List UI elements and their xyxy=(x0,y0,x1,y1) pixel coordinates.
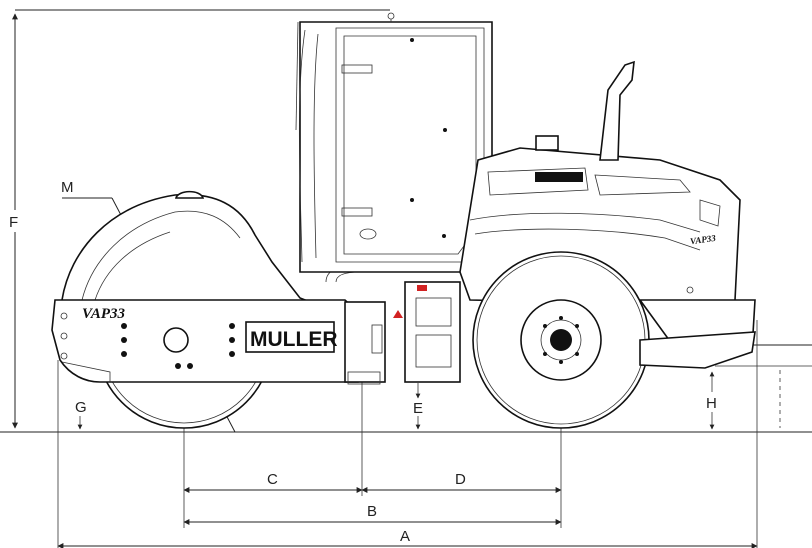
extension-lines xyxy=(57,320,758,548)
dimension-a: A xyxy=(57,528,758,548)
dimension-a-label: A xyxy=(400,528,410,545)
muller-logo: MULLER xyxy=(250,328,338,351)
dimension-c: C xyxy=(183,471,363,493)
rear-wheel xyxy=(472,251,650,429)
dimension-f: F xyxy=(6,9,390,429)
dimension-d-label: D xyxy=(455,471,466,488)
rear-bumper xyxy=(639,331,756,369)
dimension-d: D xyxy=(361,471,562,493)
machine-drawing: VAP33 MULLER xyxy=(51,12,756,429)
operator-cab xyxy=(295,12,493,273)
dimension-m-label: M xyxy=(61,179,74,196)
dimension-b-label: B xyxy=(367,503,377,520)
dimension-e-label: E xyxy=(413,400,423,417)
articulation-joint xyxy=(325,264,461,385)
dimension-f-label: F xyxy=(9,214,18,231)
dimension-h-label: H xyxy=(706,395,717,412)
dimension-g-label: G xyxy=(75,399,87,416)
dimension-c-label: C xyxy=(267,471,278,488)
dimension-h: H xyxy=(706,371,717,430)
dimension-b: B xyxy=(183,503,562,525)
muller-logo-plate xyxy=(245,321,335,353)
front-frame-plate: VAP33 MULLER xyxy=(51,299,359,383)
dimension-g: G xyxy=(75,399,87,430)
model-badge-front: VAP33 xyxy=(82,306,126,322)
model-badge-rear: VAP33 xyxy=(689,233,716,247)
front-drum-hood xyxy=(61,193,319,311)
hood-grab-handle xyxy=(174,190,205,199)
dimension-e: E xyxy=(413,383,423,430)
